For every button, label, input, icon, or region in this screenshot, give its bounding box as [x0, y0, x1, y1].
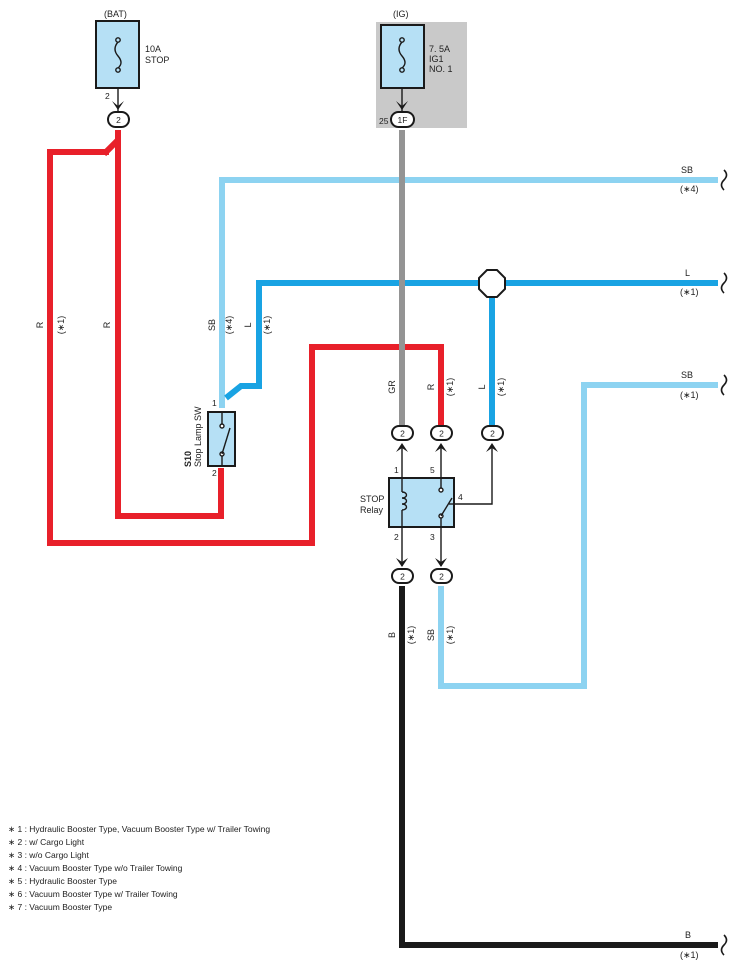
- wire-l-relay-color: L: [477, 384, 487, 389]
- connector-label: 2: [439, 572, 444, 582]
- ig-connector: [390, 111, 415, 128]
- wire-r-left-note: (∗1): [56, 316, 66, 335]
- wire-b: [399, 586, 718, 948]
- switch-icon: [219, 412, 231, 466]
- legend-item: ∗ 7 : Vacuum Booster Type: [8, 902, 112, 912]
- wire-r-join: [101, 137, 121, 157]
- bat-arrow-icon: [112, 101, 124, 110]
- relay-connector-gr: 2: [391, 425, 414, 478]
- wire-sb-relay-color: SB: [426, 629, 436, 641]
- relay-connector-l: 2: [455, 425, 504, 505]
- arrow-down-icon: [435, 558, 447, 567]
- ig-arrow-icon: [396, 101, 408, 110]
- output-sb-bottom-note: (∗1): [680, 390, 699, 400]
- wire-r-relay-note: (∗1): [445, 378, 455, 397]
- relay-name-2: Relay: [360, 505, 384, 515]
- relay-pin-2: 2: [394, 532, 399, 542]
- break-icon: [720, 169, 728, 191]
- legend-item: ∗ 1 : Hydraulic Booster Type, Vacuum Boo…: [8, 824, 270, 834]
- relay-name-1: STOP: [360, 494, 384, 504]
- legend-item: ∗ 6 : Vacuum Booster Type w/ Trailer Tow…: [8, 889, 178, 899]
- ig-fuse-rating: 7. 5A: [429, 44, 450, 54]
- ig-fuse-name-2: NO. 1: [429, 64, 453, 74]
- fuse-icon: [114, 37, 122, 73]
- wire-sb-top: [219, 177, 718, 408]
- wire-l-relay-note: (∗1): [496, 378, 506, 397]
- wire-l-switch: [224, 280, 718, 401]
- output-l-note: (∗1): [680, 287, 699, 297]
- arrow-down-icon: [396, 558, 408, 567]
- relay-pin-4: 4: [458, 492, 463, 502]
- relay-connector-b: 2: [391, 527, 414, 584]
- output-sb-top-color: SB: [681, 165, 693, 175]
- wire-b-relay-note: (∗1): [406, 626, 416, 645]
- wire-r-left-color: R: [35, 321, 45, 328]
- wire-sb-relay: [438, 382, 718, 689]
- connector-label: 2: [400, 429, 405, 439]
- bat-connector: [107, 111, 130, 128]
- ig-fuse-name-1: IG1: [429, 54, 444, 64]
- connector-label: 2: [400, 572, 405, 582]
- relay-connector-sb: 2: [430, 527, 453, 584]
- relay-connector-r: 2: [430, 425, 453, 478]
- wire-sb-switch-note: (∗4): [224, 316, 234, 335]
- arrow-up-icon: [486, 443, 498, 452]
- arrow-up-icon: [396, 443, 408, 452]
- switch-pin-top: 1: [212, 398, 217, 408]
- wire-r-mid-color: R: [102, 321, 112, 328]
- ig-pin: 25: [379, 116, 389, 126]
- coil-icon: [401, 478, 408, 527]
- break-icon: [720, 374, 728, 396]
- fuse-icon: [398, 37, 406, 73]
- legend-item: ∗ 3 : w/o Cargo Light: [8, 850, 89, 860]
- wire-sb-relay-note: (∗1): [445, 626, 455, 645]
- output-l-color: L: [685, 268, 690, 278]
- output-b-note: (∗1): [680, 950, 699, 960]
- output-sb-bottom-color: SB: [681, 370, 693, 380]
- wire-sb-switch-color: SB: [207, 319, 217, 331]
- ig-source-label: (IG): [393, 9, 409, 19]
- break-icon: [720, 272, 728, 294]
- relay-pin-5: 5: [430, 465, 435, 475]
- wire-l-switch-note: (∗1): [262, 316, 272, 335]
- wire-gr-color: GR: [387, 380, 397, 394]
- switch-name: Stop Lamp SW: [193, 406, 203, 467]
- legend-item: ∗ 2 : w/ Cargo Light: [8, 837, 85, 847]
- connector-label: 2: [490, 429, 495, 439]
- wire-b-relay-color: B: [387, 632, 397, 638]
- splice-icon: [478, 269, 506, 298]
- legend-item: ∗ 4 : Vacuum Booster Type w/o Trailer To…: [8, 863, 183, 873]
- connector-label: 2: [439, 429, 444, 439]
- break-icon: [720, 934, 728, 956]
- ig-connector-label: 1F: [398, 115, 408, 125]
- arrow-up-icon: [435, 443, 447, 452]
- bat-connector-label: 2: [116, 115, 121, 125]
- switch-code: S10: [183, 451, 193, 467]
- wire-l-switch-color: L: [243, 322, 253, 327]
- wire-r-switch: [115, 130, 224, 519]
- wire-break-icons: [720, 169, 728, 956]
- relay-box: [388, 477, 455, 528]
- legend-item: ∗ 5 : Hydraulic Booster Type: [8, 876, 117, 886]
- bat-pin: 2: [105, 91, 110, 101]
- switch-icon: [438, 478, 455, 527]
- switch-pin-bottom: 2: [212, 468, 217, 478]
- relay-pin-3: 3: [430, 532, 435, 542]
- output-b-color: B: [685, 930, 691, 940]
- bat-source-label: (BAT): [104, 9, 127, 19]
- bat-fuse-name: STOP: [145, 55, 169, 65]
- wire-r-bat: [47, 149, 444, 546]
- relay-pin-1: 1: [394, 465, 399, 475]
- legend: ∗ 1 : Hydraulic Booster Type, Vacuum Boo…: [8, 824, 270, 912]
- wire-r-relay-color: R: [426, 383, 436, 390]
- output-sb-top-note: (∗4): [680, 184, 699, 194]
- bat-fuse-rating: 10A: [145, 44, 161, 54]
